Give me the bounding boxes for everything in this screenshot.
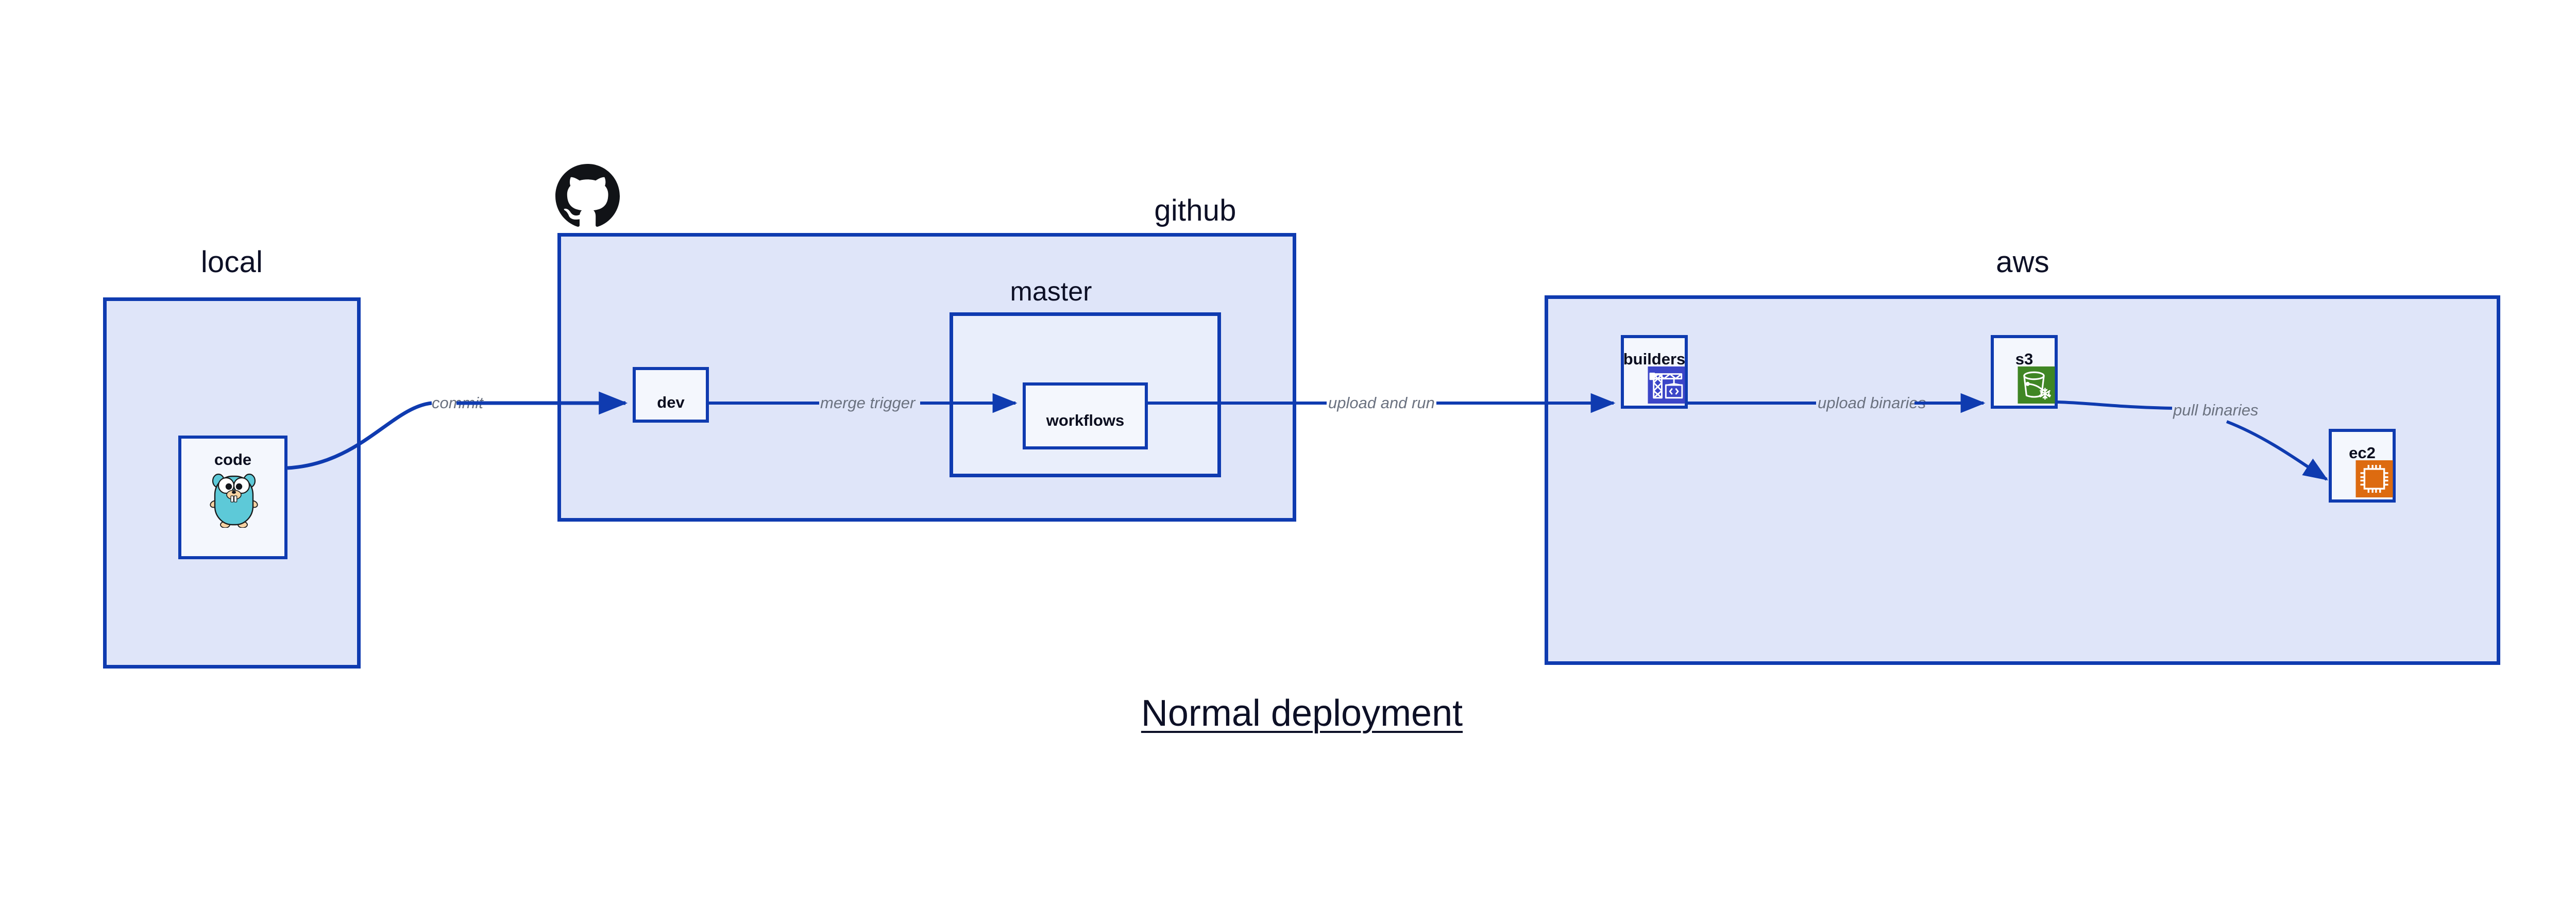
group-label-github: github [1154,194,1236,227]
edge-label-commit: commit [432,394,483,412]
diagram-title: Normal deployment [1141,693,1463,734]
edge-label-merge-trigger: merge trigger [820,394,916,412]
aws-ec2-chip-icon [2355,460,2393,497]
group-label-local: local [200,245,263,279]
node-label-builders: builders [1623,350,1686,368]
edge-label-pull-binaries: pull binaries [2173,401,2259,419]
group-label-aws: aws [1996,245,2049,279]
node-label-ec2: ec2 [2349,444,2376,462]
subgroup-label-master: master [1010,277,1092,307]
github-octocat-icon [555,164,620,227]
node-label-s3: s3 [2015,350,2033,368]
node-label-workflows: workflows [1046,411,1125,429]
aws-s3-bucket-icon [2018,366,2055,404]
node-workflows[interactable] [1023,382,1148,449]
node-label-dev: dev [657,393,685,411]
node-dev[interactable] [633,367,709,423]
aws-codebuild-crane-icon [1648,366,1685,404]
edge-label-upload-and-run: upload and run [1328,394,1435,412]
edge-label-upload-binaries: upload binaries [1818,394,1926,412]
node-label-code: code [214,450,252,469]
go-gopher-icon [210,473,258,528]
